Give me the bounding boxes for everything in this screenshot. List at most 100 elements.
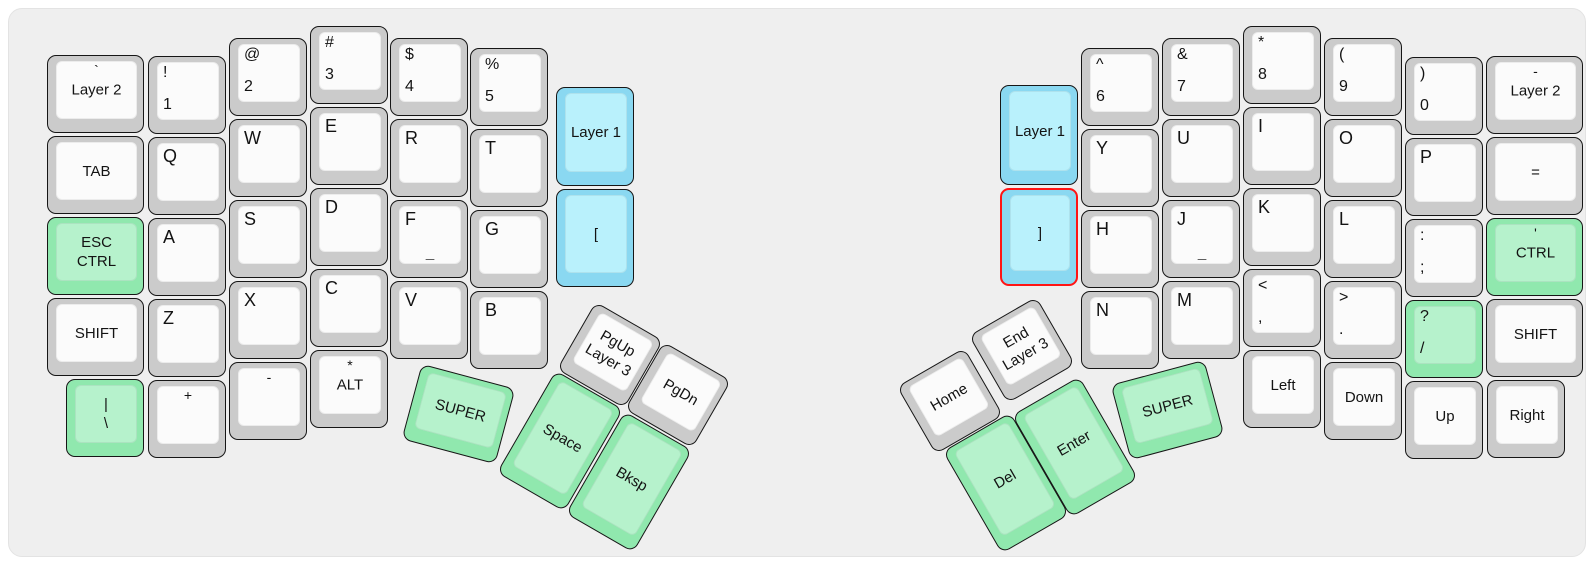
key-rparen-0[interactable]: )0	[1405, 57, 1483, 135]
key-equals[interactable]: =	[1486, 137, 1583, 215]
key-layer1-right[interactable]: Layer 1	[1000, 85, 1078, 185]
key-label: ALT	[336, 376, 364, 394]
key-g[interactable]: G	[470, 210, 548, 288]
key-quote-ctrl[interactable]: 'CTRL	[1486, 218, 1583, 296]
key-label: Space	[540, 420, 586, 457]
keytop: Y	[1090, 135, 1152, 193]
key-right-bracket[interactable]: ]	[1000, 188, 1078, 286]
key-lparen-9[interactable]: (9	[1324, 38, 1402, 116]
key-label: -	[1533, 63, 1538, 79]
key-h[interactable]: H	[1081, 210, 1159, 288]
key-asterisk-8[interactable]: *8	[1243, 26, 1321, 104]
key-label: 5	[485, 88, 494, 105]
key-arrow-left[interactable]: Left	[1243, 350, 1321, 428]
key-label: (	[1339, 46, 1345, 63]
keytop: TAB	[56, 142, 137, 200]
key-label: ;	[1420, 259, 1425, 276]
keytop: PgDn	[639, 351, 723, 433]
keytop: P	[1414, 144, 1476, 202]
key-r[interactable]: R	[390, 119, 468, 197]
keytop: SHIFT	[1495, 305, 1576, 363]
key-n[interactable]: N	[1081, 291, 1159, 369]
key-super-right[interactable]: SUPER	[1110, 359, 1225, 461]
key-ampersand-7[interactable]: &7	[1162, 38, 1240, 116]
key-percent-5[interactable]: %5	[470, 48, 548, 126]
keytop: R	[399, 125, 461, 183]
key-less-comma[interactable]: <,	[1243, 269, 1321, 347]
keytop: ?/	[1414, 306, 1476, 364]
key-label: >	[1339, 289, 1349, 306]
keytop: >.	[1333, 287, 1395, 345]
keytop: H	[1090, 216, 1152, 274]
key-label: Y	[1096, 138, 1109, 158]
key-label: /	[1420, 340, 1425, 357]
key-p[interactable]: P	[1405, 138, 1483, 216]
key-o[interactable]: O	[1324, 119, 1402, 197]
key-arrow-up[interactable]: Up	[1405, 381, 1483, 459]
key-a[interactable]: A	[148, 218, 226, 296]
keytop: =	[1495, 143, 1576, 201]
key-t[interactable]: T	[470, 129, 548, 207]
key-at-2[interactable]: @2	[229, 38, 307, 116]
key-k[interactable]: K	[1243, 188, 1321, 266]
key-d[interactable]: D	[310, 188, 388, 266]
key-dollar-4[interactable]: $4	[390, 38, 468, 116]
key-v[interactable]: V	[390, 281, 468, 359]
keytop: Right	[1496, 386, 1558, 444]
key-label: O	[1339, 128, 1354, 148]
key-f[interactable]: F_	[390, 200, 468, 278]
key-asterisk-alt[interactable]: *ALT	[310, 350, 388, 428]
key-m[interactable]: M	[1162, 281, 1240, 359]
key-u[interactable]: U	[1162, 119, 1240, 197]
key-i[interactable]: I	[1243, 107, 1321, 185]
key-c[interactable]: C	[310, 269, 388, 347]
key-layer1-left[interactable]: Layer 1	[556, 87, 634, 186]
key-shift-left[interactable]: SHIFT	[47, 298, 144, 376]
key-tab[interactable]: TAB	[47, 136, 144, 214]
key-colon-semicolon[interactable]: :;	[1405, 219, 1483, 297]
key-left-bracket[interactable]: [	[556, 189, 634, 287]
key-caret-6[interactable]: ^6	[1081, 48, 1159, 126]
key-minus-layer2[interactable]: -Layer 2	[1486, 56, 1583, 134]
key-x[interactable]: X	[229, 281, 307, 359]
key-label: N	[1096, 300, 1109, 320]
keytop: |\	[75, 385, 137, 443]
key-label: E	[325, 116, 338, 136]
key-hash-3[interactable]: #3	[310, 26, 388, 104]
key-label: ,	[1258, 309, 1263, 326]
keytop: :;	[1414, 225, 1476, 283]
key-label: CTRL	[76, 253, 117, 270]
key-label: K	[1258, 197, 1271, 217]
key-greater-period[interactable]: >.	[1324, 281, 1402, 359]
key-e[interactable]: E	[310, 107, 388, 185]
key-y[interactable]: Y	[1081, 129, 1159, 207]
keytop: I	[1252, 113, 1314, 171]
key-q[interactable]: Q	[148, 137, 226, 215]
key-label: T	[485, 138, 496, 158]
key-exclam-1[interactable]: !1	[148, 56, 226, 134]
key-w[interactable]: W	[229, 119, 307, 197]
key-arrow-down[interactable]: Down	[1324, 362, 1402, 440]
key-plus[interactable]: +	[148, 380, 226, 458]
key-s[interactable]: S	[229, 200, 307, 278]
keytop: W	[238, 125, 300, 183]
key-label: ?	[1420, 308, 1429, 325]
key-z[interactable]: Z	[148, 299, 226, 377]
key-b[interactable]: B	[470, 291, 548, 369]
keytop: J_	[1171, 206, 1233, 264]
key-l[interactable]: L	[1324, 200, 1402, 278]
keytop: SHIFT	[56, 304, 137, 362]
key-label: <	[1258, 277, 1268, 294]
key-grave-layer2[interactable]: `Layer 2	[47, 55, 144, 133]
key-question-slash[interactable]: ?/	[1405, 300, 1483, 378]
key-j[interactable]: J_	[1162, 200, 1240, 278]
key-label: Left	[1270, 376, 1296, 394]
key-minus[interactable]: -	[229, 362, 307, 440]
keytop: E	[319, 113, 381, 171]
key-shift-right[interactable]: SHIFT	[1486, 299, 1583, 377]
key-arrow-right[interactable]: Right	[1487, 380, 1565, 458]
key-pipe-backslash[interactable]: |\	[66, 379, 144, 457]
key-super-left[interactable]: SUPER	[401, 363, 516, 465]
